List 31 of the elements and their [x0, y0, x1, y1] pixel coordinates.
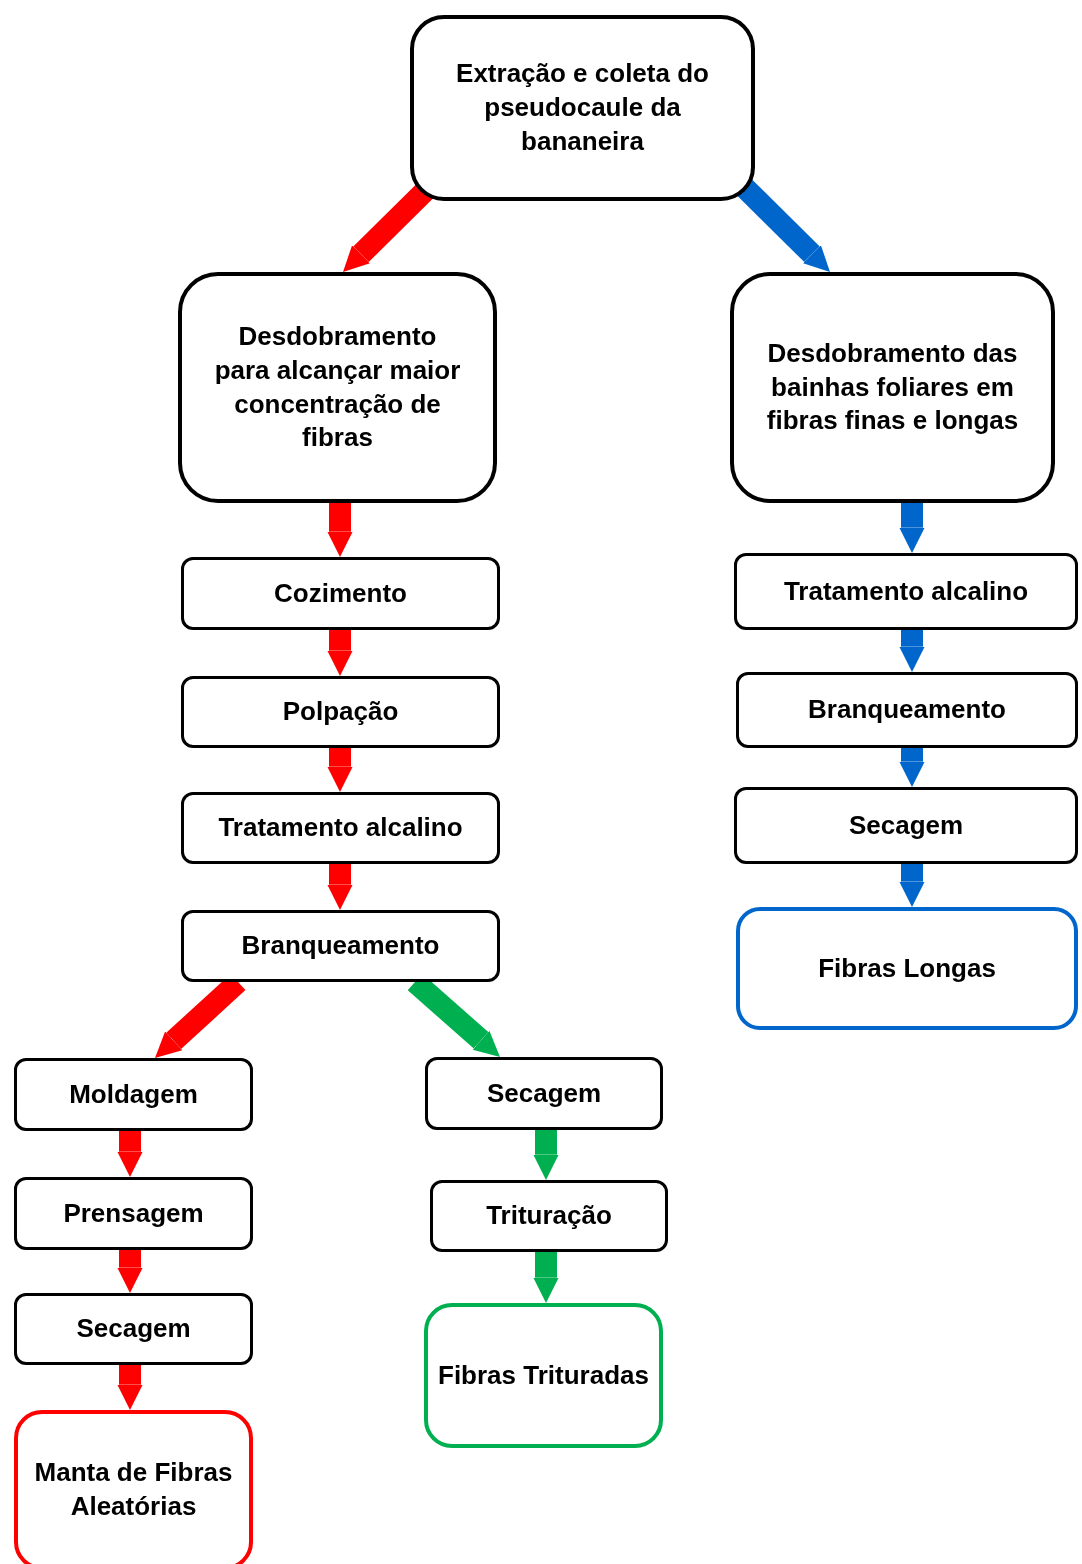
process-box: Secagem	[425, 1057, 663, 1130]
process-box: Extração e coleta do pseudocaule da bananeira	[410, 15, 755, 201]
process-box: Desdobramento para alcançar maior concentração de fibras	[178, 272, 497, 503]
process-box: Fibras Trituradas	[424, 1303, 663, 1448]
block-arrow	[117, 1365, 143, 1410]
process-box: Tratamento alcalino	[181, 792, 500, 864]
process-box: Secagem	[734, 787, 1078, 864]
block-arrow	[899, 748, 925, 787]
process-box: Trituração	[430, 1180, 668, 1252]
block-arrow	[533, 1252, 559, 1303]
block-arrow	[327, 503, 353, 557]
block-arrow	[327, 864, 353, 910]
process-box: Tratamento alcalino	[734, 553, 1078, 630]
process-box: Branqueamento	[736, 672, 1078, 748]
block-arrow	[899, 864, 925, 907]
block-arrow	[899, 630, 925, 672]
block-arrow	[533, 1130, 559, 1180]
process-box: Secagem	[14, 1293, 253, 1365]
process-box: Branqueamento	[181, 910, 500, 982]
process-box: Cozimento	[181, 557, 500, 630]
block-arrow	[117, 1250, 143, 1293]
block-arrow	[327, 748, 353, 792]
block-arrow	[327, 630, 353, 676]
process-box: Desdobramento das bainhas foliares em fibras finas e longas	[730, 272, 1055, 503]
process-box: Fibras Longas	[736, 907, 1078, 1030]
process-box: Prensagem	[14, 1177, 253, 1250]
block-arrow	[899, 503, 925, 553]
process-box: Moldagem	[14, 1058, 253, 1131]
block-arrow	[117, 1131, 143, 1177]
process-box: Polpação	[181, 676, 500, 748]
process-box: Manta de Fibras Aleatórias	[14, 1410, 253, 1564]
